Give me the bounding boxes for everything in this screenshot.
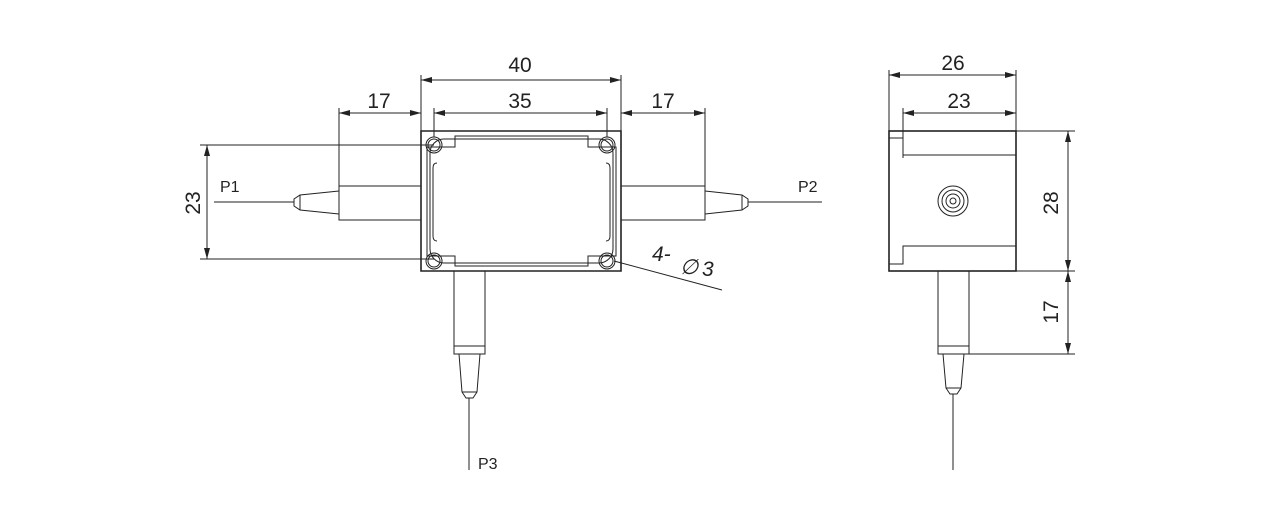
- mounting-hole-bottom-left: [425, 252, 443, 270]
- dimension-hole-spacing: 35: [433, 90, 608, 137]
- side-pigtail: [937, 270, 970, 470]
- dimension-35-label: 35: [508, 90, 531, 113]
- side-view: 26 23 28 17: [888, 52, 1075, 470]
- dimension-17-right-label: 17: [651, 90, 674, 113]
- dimension-17-side-label: 17: [1040, 300, 1063, 323]
- mounting-hole-top-right: [598, 136, 616, 154]
- hole-callout-value: 3: [702, 258, 714, 281]
- front-body-outline: [420, 130, 622, 272]
- side-body-outline: [888, 130, 1017, 272]
- dimension-23-label: 23: [182, 191, 205, 214]
- dimension-side-width: 26: [888, 52, 1017, 131]
- dimension-hole-height: 23: [182, 144, 434, 260]
- right-pigtail: [620, 185, 822, 221]
- dimension-left-pigtail: 17: [338, 90, 421, 186]
- dimension-side-pigtail: 17: [969, 271, 1075, 355]
- dimension-26-label: 26: [941, 52, 964, 75]
- left-pigtail: [214, 185, 422, 221]
- dimension-23-side-label: 23: [947, 90, 970, 113]
- dimension-28-label: 28: [1040, 191, 1063, 214]
- dimension-side-inner: 23: [902, 90, 1016, 138]
- dimension-overall-width: 40: [420, 54, 622, 131]
- hole-callout: 4- ∅ 3: [613, 243, 723, 291]
- front-cover-inner: [429, 138, 614, 264]
- port-label-p3: P3: [478, 456, 498, 473]
- port-label-p2: P2: [798, 179, 818, 196]
- dimension-17-left-label: 17: [367, 90, 390, 113]
- front-view: 40 35 17 17: [182, 54, 822, 473]
- side-connector: [937, 185, 969, 217]
- bottom-pigtail: [453, 270, 486, 470]
- dimension-right-pigtail: 17: [621, 90, 706, 186]
- diameter-symbol: ∅: [680, 256, 700, 279]
- port-label-p1: P1: [220, 179, 240, 196]
- front-cover-outline: [426, 135, 617, 267]
- dimension-side-height: 28: [1016, 130, 1075, 272]
- hole-callout-prefix: 4-: [652, 243, 671, 266]
- dimension-40-label: 40: [508, 54, 531, 77]
